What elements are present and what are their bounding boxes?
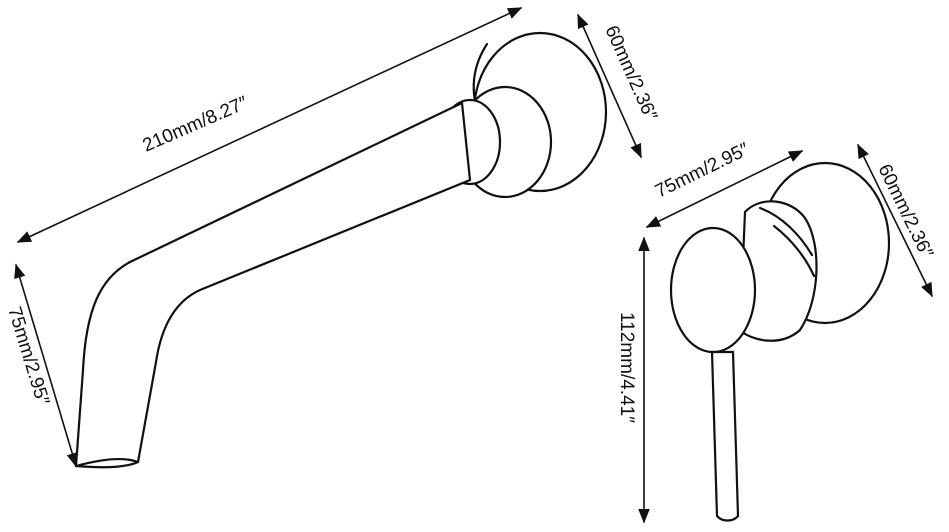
dimension-line-spout-length [16, 7, 523, 243]
handle-assembly [669, 161, 891, 522]
handle-lever [710, 350, 740, 522]
handle-knob [669, 226, 757, 354]
label-handle-depth: 75mm/2.95″ [652, 139, 753, 203]
label-spout-plate-diameter: 60mm/2.36″ [600, 22, 661, 124]
label-spout-drop: 75mm/2.95″ [3, 304, 53, 408]
label-lever-length: 112mm/4.41″ [616, 312, 637, 423]
dimension-line-handle-depth [645, 150, 804, 228]
label-spout-length: 210mm/8.27″ [140, 92, 252, 156]
dimension-lines [14, 7, 933, 524]
dimension-line-spout-plate [577, 13, 642, 159]
spout-assembly [74, 31, 608, 469]
dimension-line-handle-plate [857, 143, 933, 298]
spout-tube [74, 101, 472, 469]
dimension-line-spout-drop [14, 263, 78, 468]
